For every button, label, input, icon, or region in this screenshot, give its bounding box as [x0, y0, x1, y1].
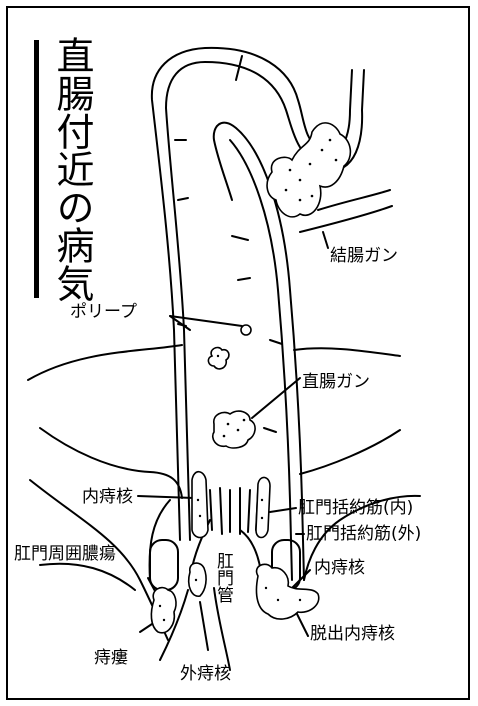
label-perianal-abscess: 肛門周囲膿瘍: [14, 544, 116, 564]
internal-hemorrhoid-left: [192, 472, 208, 538]
internal-hemorrhoid-right: [256, 477, 270, 537]
label-sphincter-external: 肛門括約筋(外): [306, 524, 421, 544]
polyp-lower: [208, 348, 229, 369]
label-internal-hemorrhoid-right: 内痔核: [314, 558, 365, 578]
label-sphincter-internal: 肛門括約筋(内): [298, 498, 413, 518]
sphincter-left: [150, 540, 178, 590]
label-rectal-cancer: 直腸ガン: [302, 372, 370, 392]
external-hemorrhoid-mass: [189, 563, 206, 596]
label-internal-hemorrhoid-left: 内痔核: [82, 487, 133, 507]
label-anal-fistula: 痔瘻: [94, 648, 128, 668]
label-prolapsed-hemorrhoid: 脱出内痔核: [310, 624, 395, 644]
label-polyp: ポリープ: [70, 302, 137, 322]
label-external-hemorrhoid: 外痔核: [180, 664, 231, 684]
polyp-upper: [241, 325, 251, 335]
perianal-abscess-mass: [151, 588, 176, 633]
label-colon-cancer: 結腸ガン: [330, 246, 398, 266]
prolapsed-hemorrhoid-mass: [256, 564, 318, 619]
rectal-cancer-mass: [213, 411, 255, 448]
label-anal-canal: 肛門管: [212, 552, 232, 603]
